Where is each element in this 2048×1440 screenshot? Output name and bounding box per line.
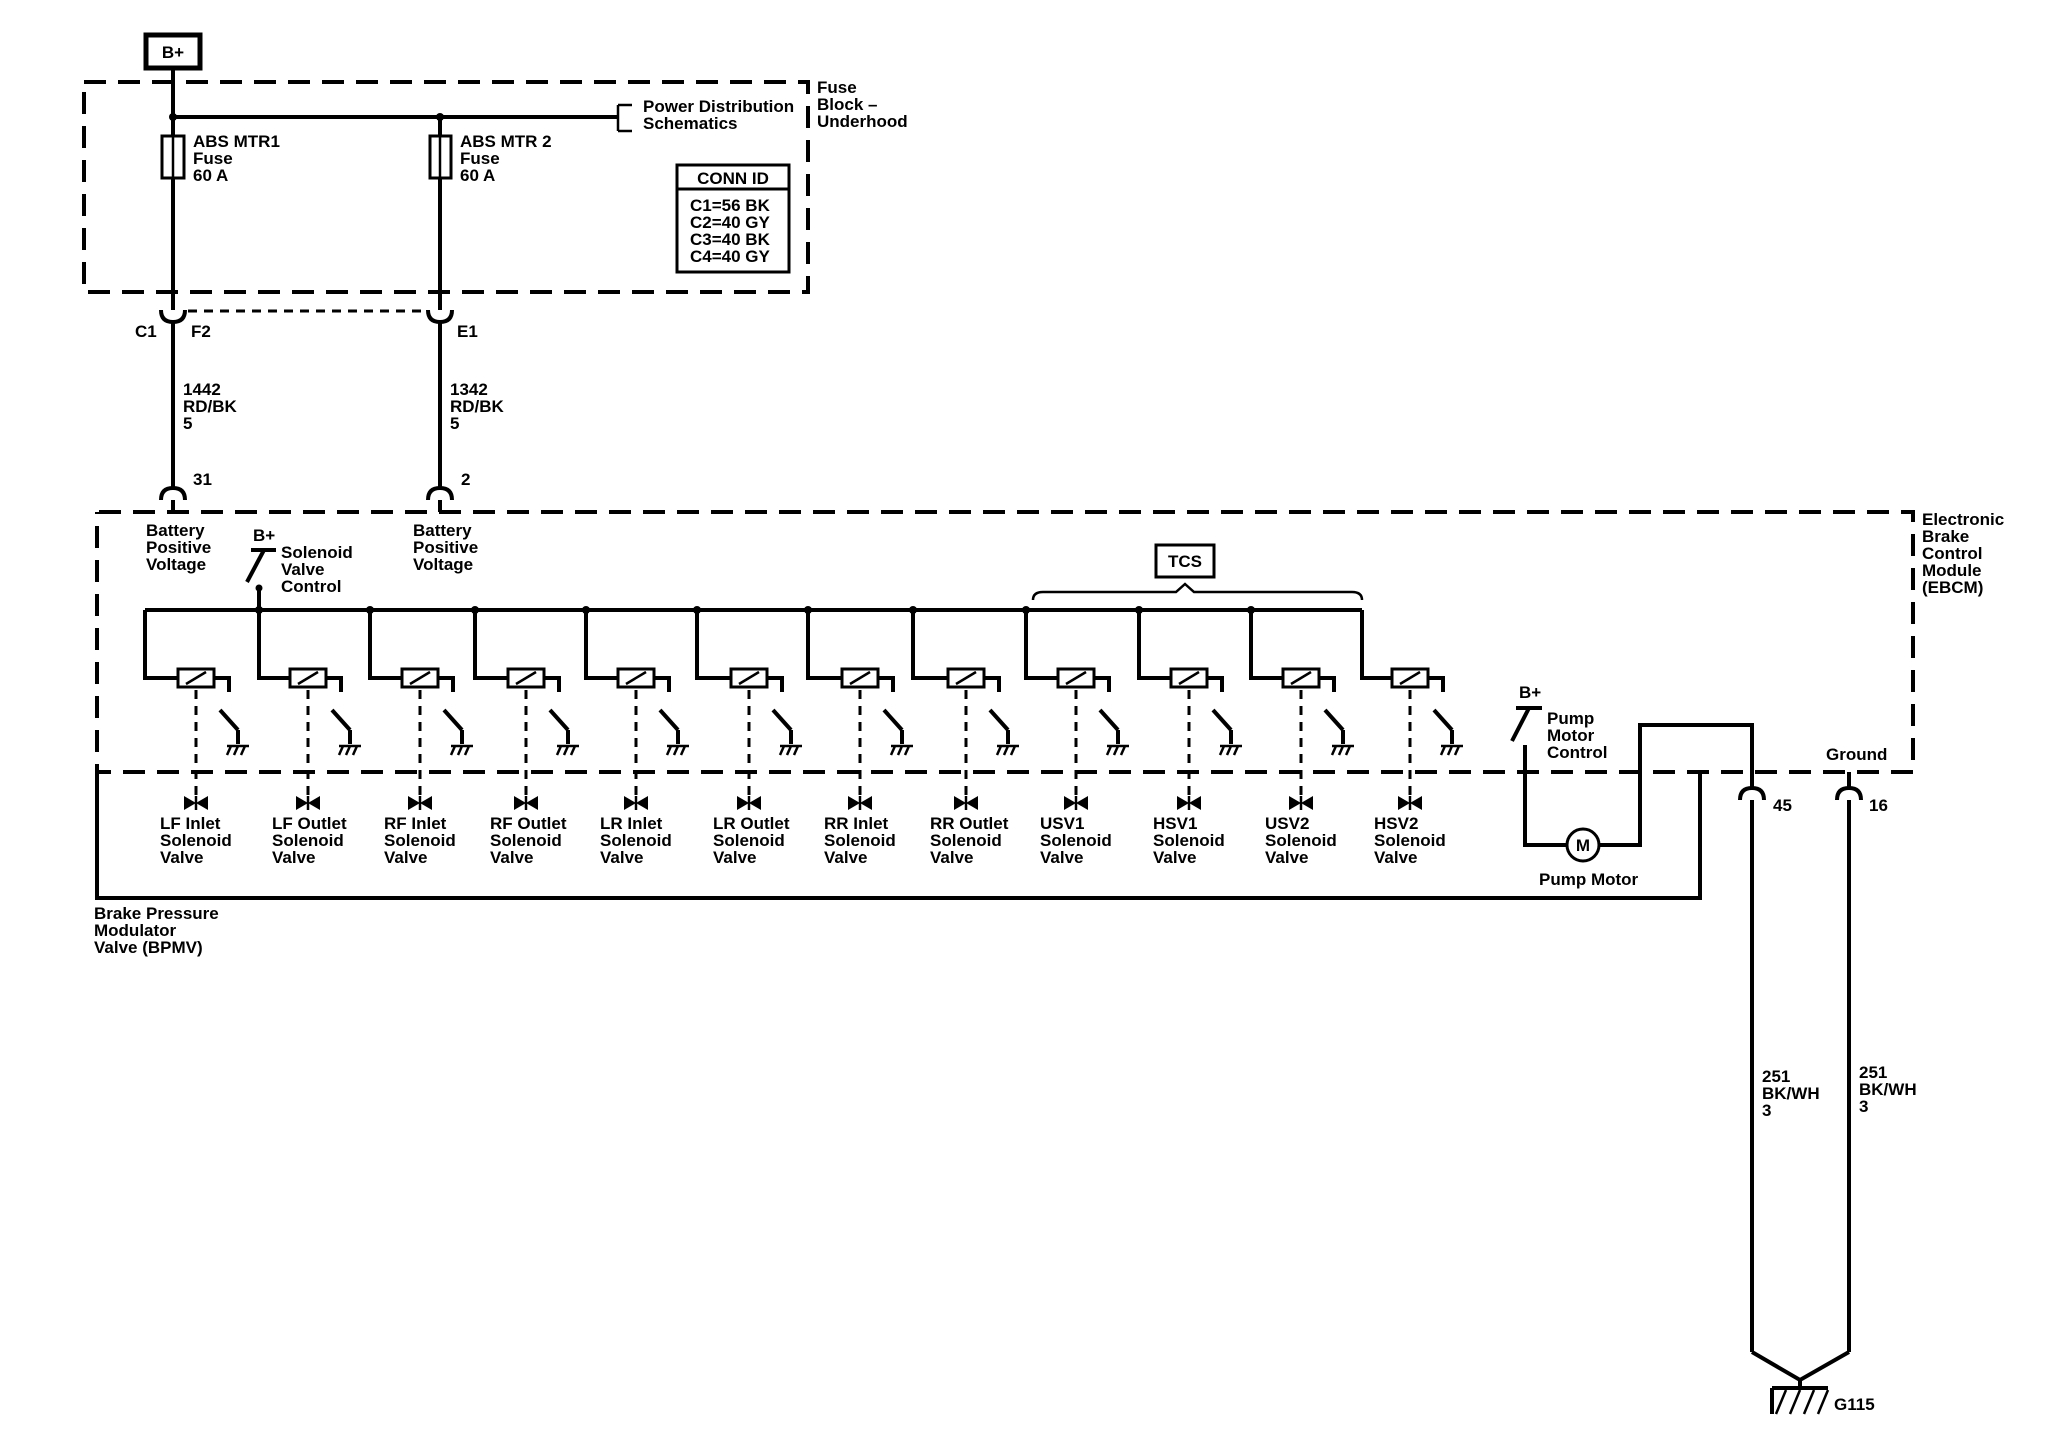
svg-text:C4=40 GY: C4=40 GY [690,247,771,266]
valve-icon [1398,796,1410,810]
valve-icon [296,796,308,810]
fuse-abs-mtr1-label: ABS MTR1 Fuse 60 A [193,132,285,185]
bpmv-outline [95,772,1702,900]
valve-icon [1289,796,1301,810]
valve-icon [1064,796,1076,810]
feed-wire-1442-label: 1442 RD/BK 5 [183,380,242,433]
ground-g115-icon [1770,1386,1830,1415]
connector-e1-label: E1 [457,322,478,341]
solenoid-control-bplus: B+ [253,526,275,545]
ground-wire-251-label-2: 251 BK/WH 3 [1859,1063,1921,1116]
battery-source-label: B+ [162,43,184,62]
connector-c1-label: C1 [135,322,157,341]
ebcm-ground-label: Ground [1826,745,1887,764]
ground-wire-251-label-1: 251 BK/WH 3 [1762,1067,1824,1120]
valve-icon [954,796,966,810]
tcs-label: TCS [1168,552,1202,571]
ebcm-title: Electronic Brake Control Module (EBCM) [1922,510,2009,597]
svg-text:CONN ID: CONN ID [697,169,769,188]
svg-text:C3=40 BK: C3=40 BK [690,230,771,249]
pump-motor-control-label: Pump Motor Control [1547,709,1607,762]
battery-positive-voltage-label-2: Battery Positive Voltage [413,521,483,574]
pump-control-bplus: B+ [1519,683,1541,702]
valve-icon [624,796,636,810]
ebcm-pin-31: 31 [193,470,212,489]
feed-wire-1342-label: 1342 RD/BK 5 [450,380,509,433]
svg-text:C1=56 BK: C1=56 BK [690,196,771,215]
pump-motor-symbol-letter: M [1576,836,1590,855]
ground-g115-label: G115 [1834,1395,1875,1414]
ebcm-outline [95,510,1915,774]
tcs-box [1154,543,1216,579]
battery-positive-voltage-label-1: Battery Positive Voltage [146,521,216,574]
pump-motor-label: Pump Motor [1539,870,1639,889]
pump-motor-symbol [1565,827,1601,863]
valve-icon [737,796,749,810]
ebcm-pin-16: 16 [1869,796,1888,815]
valve-icon [184,796,196,810]
ebcm-pin-45: 45 [1773,796,1792,815]
valve-icon [848,796,860,810]
fuse-abs-mtr2-label: ABS MTR 2 Fuse 60 A [460,132,556,185]
conn-id-table: CONN ID C1=56 BK C2=40 GY C3=40 BK C4=40… [675,163,791,274]
power-distribution-reference: Power Distribution Schematics [643,97,799,133]
fuse-block-title: Fuse Block – Underhood [817,78,908,131]
ebcm-pin-2: 2 [461,470,470,489]
svg-text:C2=40 GY: C2=40 GY [690,213,771,232]
bpmv-label: Brake Pressure Modulator Valve (BPMV) [94,904,224,957]
valve-icon [514,796,526,810]
valve-icon [1177,796,1189,810]
fuse-block-outline [82,80,810,294]
solenoid-valve-control-label: Solenoid Valve Control [281,543,358,596]
connector-f2-label: F2 [191,322,211,341]
valve-icon [408,796,420,810]
